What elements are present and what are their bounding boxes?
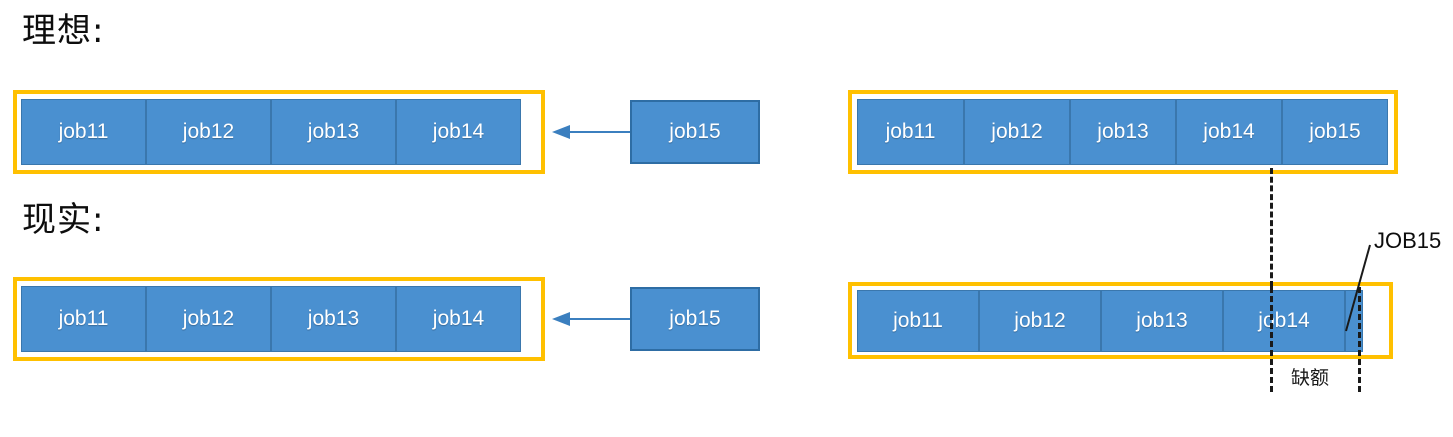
job15-callout-label: JOB15 <box>1374 228 1442 253</box>
job-box[interactable]: job12 <box>979 290 1101 352</box>
capacity-dash-line-upper <box>1270 168 1273 287</box>
job-box[interactable]: job13 <box>271 99 396 165</box>
job-box[interactable]: job11 <box>857 290 979 352</box>
shortfall-label: 缺额 <box>1291 367 1330 389</box>
job-box[interactable]: job15 <box>1282 99 1388 165</box>
job-box[interactable]: job13 <box>271 286 396 352</box>
reality-queue-after-frame: job11 job12 job13 job14 job15 <box>848 282 1393 359</box>
ideal-queue-after-frame: job11 job12 job13 job14 job15 <box>848 90 1398 174</box>
job-box[interactable]: job12 <box>964 99 1070 165</box>
job-box[interactable]: job13 <box>1101 290 1223 352</box>
ideal-queue-before-frame: job11 job12 job13 job14 <box>13 90 545 174</box>
job15-callout-leader-line <box>1345 244 1371 332</box>
job-box[interactable]: job14 <box>396 99 521 165</box>
job-box[interactable]: job11 <box>21 99 146 165</box>
reality-insert-arrow-icon <box>552 312 630 326</box>
ideal-incoming-job-box[interactable]: job15 <box>630 100 760 164</box>
section-title-ideal: 理想: <box>22 11 105 51</box>
job-box[interactable]: job12 <box>146 286 271 352</box>
section-title-reality: 现实: <box>22 200 105 240</box>
job-box[interactable]: job11 <box>857 99 964 165</box>
job-box[interactable]: job14 <box>396 286 521 352</box>
job-box[interactable]: job14 <box>1223 290 1345 352</box>
shortfall-dash-line-right <box>1358 287 1361 392</box>
job-box[interactable]: job12 <box>146 99 271 165</box>
reality-incoming-job-box[interactable]: job15 <box>630 287 760 351</box>
reality-queue-before-frame: job11 job12 job13 job14 <box>13 277 545 361</box>
shortfall-dash-line-left <box>1270 287 1273 392</box>
job-box[interactable]: job11 <box>21 286 146 352</box>
ideal-insert-arrow-icon <box>552 125 630 139</box>
job-box[interactable]: job14 <box>1176 99 1282 165</box>
job-box[interactable]: job13 <box>1070 99 1176 165</box>
